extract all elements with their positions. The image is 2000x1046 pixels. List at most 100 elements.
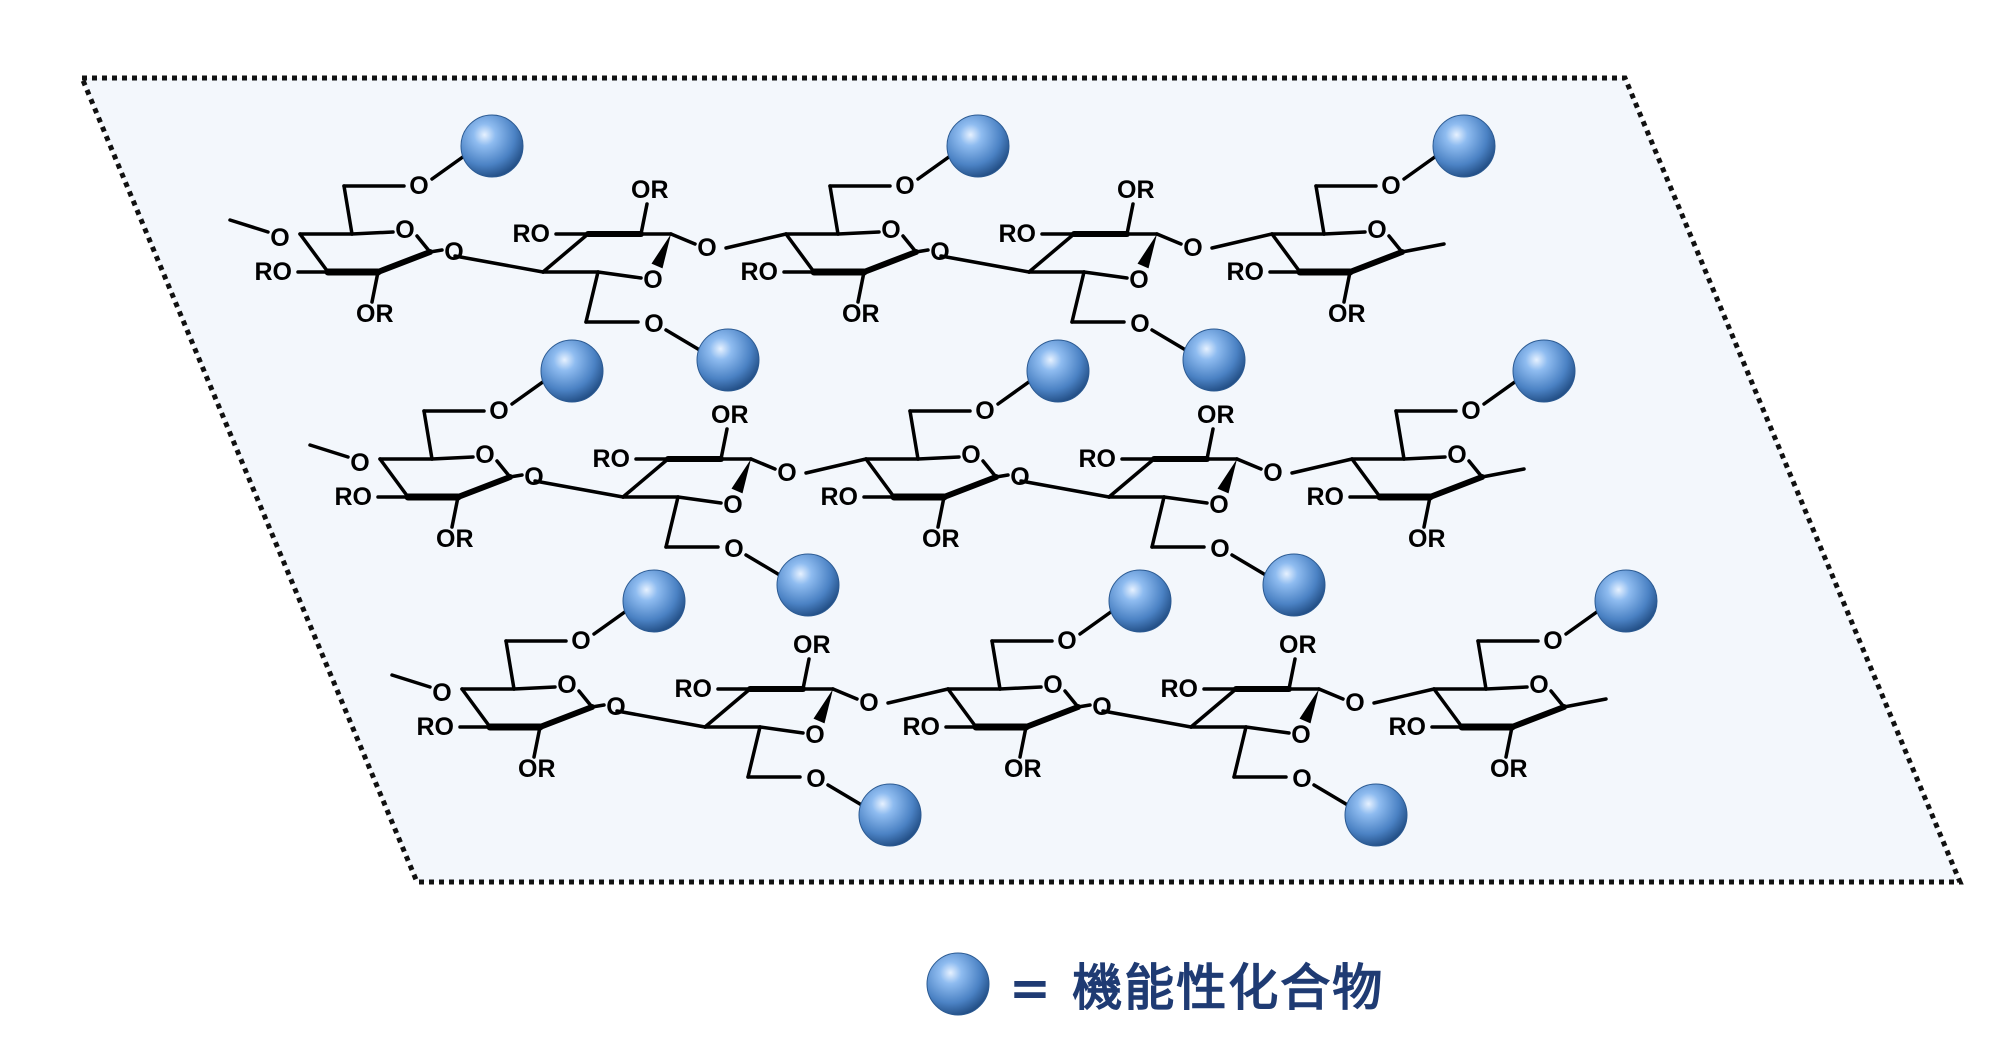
glycosidic-oxygen-label: O	[444, 238, 463, 266]
ring-oxygen-label: O	[1367, 216, 1386, 244]
bond	[1562, 697, 1608, 709]
wedge-bond	[731, 459, 751, 494]
bond	[1232, 725, 1248, 779]
ring-oxygen-label: O	[1447, 441, 1466, 469]
functional-compound-ball	[1594, 569, 1658, 633]
ring-oxygen-label: O	[1129, 266, 1148, 294]
ether-oxygen-label: O	[975, 397, 994, 425]
bond	[1230, 553, 1271, 579]
bond	[584, 270, 600, 324]
bond	[916, 455, 961, 461]
bond	[453, 254, 545, 274]
functional-compound-ball	[1512, 339, 1576, 403]
ether-oxygen-label: O	[409, 172, 428, 200]
bond	[939, 254, 1031, 274]
bond	[1244, 725, 1291, 735]
bond	[1018, 725, 1028, 759]
functional-compound-ball	[460, 114, 524, 178]
bond	[639, 202, 649, 236]
bond	[719, 427, 729, 461]
bond	[1350, 457, 1382, 499]
bond	[342, 184, 354, 236]
glycosidic-oxygen-label: O	[1010, 463, 1029, 491]
bond	[1342, 270, 1352, 304]
bond	[1063, 689, 1080, 709]
wedge-bond	[1299, 689, 1319, 724]
bond	[415, 234, 432, 254]
bond	[590, 703, 606, 709]
bond	[1150, 495, 1166, 549]
wedge-bond	[1217, 459, 1237, 494]
bond	[1476, 639, 1488, 691]
ether-oxygen-label: O	[1461, 397, 1480, 425]
ether-oxygen-label: O	[1130, 310, 1149, 338]
bond	[1314, 184, 1326, 236]
bond	[1467, 459, 1484, 479]
bond	[1480, 467, 1526, 479]
ether-oxygen-label: O	[806, 765, 825, 793]
functional-compound-ball	[1432, 114, 1496, 178]
bond	[856, 270, 866, 304]
ether-oxygen-label: O	[1210, 535, 1229, 563]
bond	[298, 232, 330, 274]
bond	[804, 457, 868, 475]
bond	[1205, 427, 1215, 461]
bond	[996, 377, 1035, 406]
substituent-label: OR	[518, 755, 556, 783]
bond	[936, 495, 946, 529]
bond	[758, 725, 805, 735]
glycosidic-oxygen-label: O	[930, 238, 949, 266]
substituent-label: RO	[593, 445, 631, 473]
bond	[981, 459, 998, 479]
bond	[308, 443, 350, 459]
substituent-label: RO	[741, 258, 779, 286]
bond	[1162, 495, 1209, 505]
ring-oxygen-label: O	[723, 491, 742, 519]
glycosidic-oxygen-label: O	[1263, 459, 1282, 487]
bond	[886, 687, 950, 705]
ether-oxygen-label: O	[1057, 627, 1076, 655]
bond	[1394, 409, 1406, 461]
bond	[990, 639, 1002, 691]
substituent-label: OR	[1328, 300, 1366, 328]
ring-oxygen-label: O	[557, 671, 576, 699]
substituent-label: RO	[1307, 483, 1345, 511]
bond	[724, 232, 788, 250]
functional-compound-ball	[696, 328, 760, 392]
bond	[1372, 687, 1436, 705]
linkage	[886, 687, 950, 705]
bond	[370, 270, 380, 304]
linkage	[1019, 479, 1111, 499]
wedge-bond	[1137, 234, 1157, 269]
bond	[1150, 328, 1191, 354]
wedge-bond	[813, 689, 833, 724]
substituent-label: OR	[793, 631, 831, 659]
bond	[1027, 232, 1076, 274]
bond	[1019, 479, 1111, 499]
bond	[746, 725, 762, 779]
substituent-label: OR	[711, 401, 749, 429]
bond	[350, 230, 395, 236]
legend: = 機能性化合物	[925, 948, 1384, 1020]
ring-oxygen-label: O	[1043, 671, 1062, 699]
bond	[1270, 232, 1302, 274]
bond	[941, 474, 999, 500]
bond	[1564, 607, 1603, 636]
ether-oxygen-label: O	[1543, 627, 1562, 655]
linkage	[724, 232, 788, 250]
substituent-label: OR	[631, 176, 669, 204]
bond	[998, 685, 1043, 691]
substituent-label: OR	[356, 300, 394, 328]
bond	[1402, 152, 1441, 181]
functional-compound-ball	[540, 339, 604, 403]
substituent-label: OR	[1117, 176, 1155, 204]
